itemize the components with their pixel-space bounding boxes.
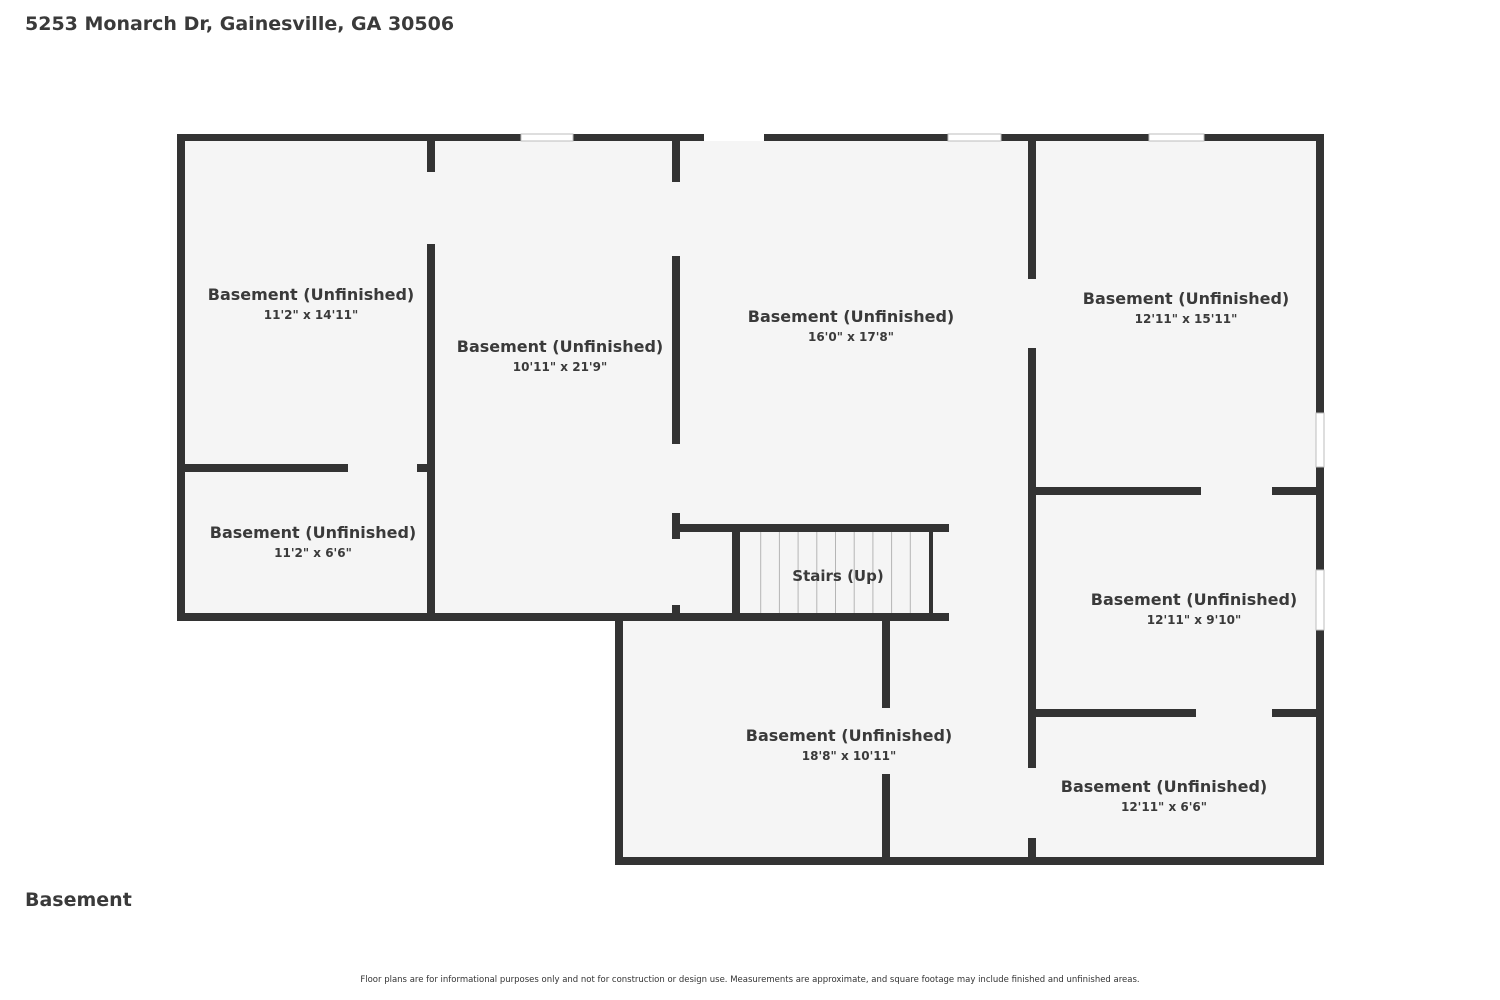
room-dimensions: 11'2" x 6'6" — [274, 546, 352, 560]
stairs-end-wall — [929, 532, 933, 613]
room-dimensions: 16'0" x 17'8" — [808, 330, 894, 344]
windows — [520, 133, 1325, 631]
window — [947, 133, 1002, 142]
room-dimensions: 10'11" x 21'9" — [513, 360, 607, 374]
room-name: Basement (Unfinished) — [1091, 590, 1297, 609]
room-label-2: Basement (Unfinished) 16'0" x 17'8" — [748, 307, 954, 344]
disclaimer-text: Floor plans are for informational purpos… — [360, 975, 1140, 985]
room-name: Basement (Unfinished) — [457, 337, 663, 356]
window — [1148, 133, 1205, 142]
room-dimensions: 12'11" x 15'11" — [1135, 312, 1238, 326]
room-dimensions: 18'8" x 10'11" — [802, 749, 896, 763]
room-dimensions: 12'11" x 6'6" — [1121, 800, 1207, 814]
room-label-3: Basement (Unfinished) 12'11" x 15'11" — [1083, 289, 1289, 326]
window — [520, 133, 574, 142]
room-label-7: Basement (Unfinished) 12'11" x 6'6" — [1061, 777, 1267, 814]
room-label-4: Basement (Unfinished) 11'2" x 6'6" — [210, 523, 416, 560]
room-dimensions: 11'2" x 14'11" — [264, 308, 358, 322]
outer-wall-right — [1316, 134, 1324, 865]
room-name: Basement (Unfinished) — [748, 307, 954, 326]
window — [1315, 569, 1325, 631]
room-name: Basement (Unfinished) — [1061, 777, 1267, 796]
stair-treads — [760, 532, 911, 613]
outer-wall-left-lower — [615, 613, 623, 865]
floor-level-label: Basement — [25, 889, 132, 911]
room-label-0: Basement (Unfinished) 11'2" x 14'11" — [208, 285, 414, 322]
room-name: Basement (Unfinished) — [210, 523, 416, 542]
room-dimensions: 12'11" x 9'10" — [1147, 613, 1241, 627]
outer-wall-bottom-left — [177, 613, 949, 621]
room-label-6: Basement (Unfinished) 18'8" x 10'11" — [746, 726, 952, 763]
outer-wall-left — [177, 134, 185, 621]
stairs-label: Stairs (Up) — [792, 567, 883, 585]
room-name: Basement (Unfinished) — [746, 726, 952, 745]
property-address: 5253 Monarch Dr, Gainesville, GA 30506 — [25, 13, 455, 35]
floor-area — [182, 139, 1320, 862]
window — [1315, 412, 1325, 468]
room-label-5: Basement (Unfinished) 12'11" x 9'10" — [1091, 590, 1297, 627]
room-name: Basement (Unfinished) — [208, 285, 414, 304]
window — [704, 134, 764, 141]
room-name: Basement (Unfinished) — [1083, 289, 1289, 308]
outer-wall-bottom — [615, 857, 1324, 865]
room-label-1: Basement (Unfinished) 10'11" x 21'9" — [457, 337, 663, 374]
